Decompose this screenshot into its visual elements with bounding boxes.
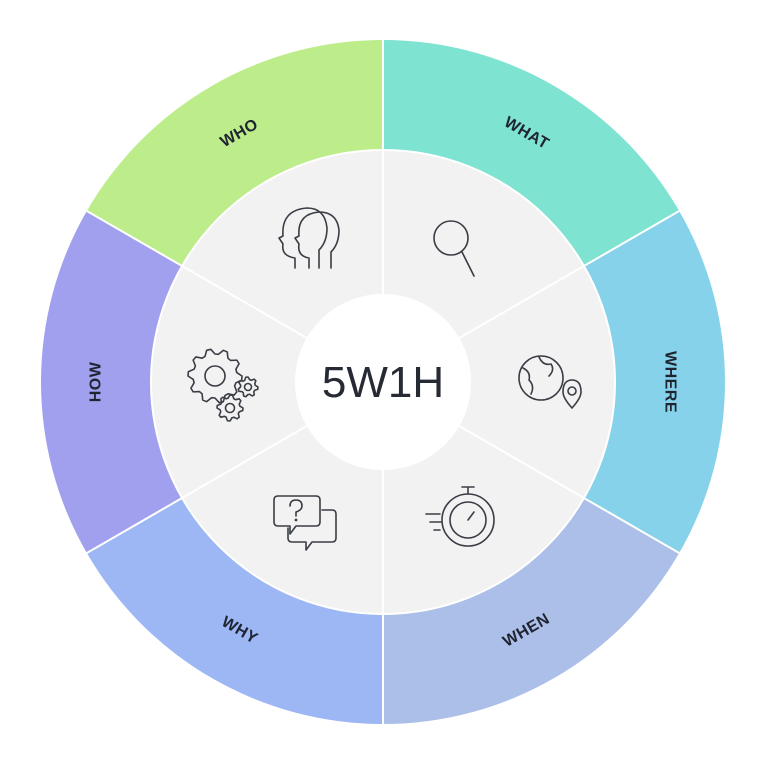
- separator-line: [458, 210, 680, 339]
- ring-boundary: [150, 149, 616, 615]
- outer-segment-how: [40, 211, 183, 553]
- outer-segment-when: [383, 498, 680, 724]
- inner-segment-how: [151, 266, 307, 498]
- stopwatch-icon: [425, 486, 495, 547]
- globe-pin-icon: [518, 355, 582, 409]
- segment-label-where: WHERE: [662, 351, 679, 413]
- outer-segment-why: [86, 498, 384, 724]
- separators: [86, 40, 680, 724]
- center-title: 5W1H: [322, 358, 444, 407]
- outer-segment-where: [583, 211, 725, 553]
- outer-segment-who: [86, 40, 384, 266]
- separator-line: [458, 425, 680, 554]
- outer-ring: [40, 40, 725, 724]
- inner-ring: [151, 150, 616, 614]
- inner-segment-what: [383, 150, 584, 338]
- segment-label-how: HOW: [88, 361, 105, 402]
- outer-segment-what: [383, 40, 680, 266]
- people-heads-icon: [278, 207, 340, 269]
- question-bubbles-icon: [273, 495, 337, 551]
- inner-segment-when: [383, 426, 584, 614]
- separator-line: [86, 210, 308, 339]
- inner-segment-where: [459, 266, 616, 498]
- separator-line: [86, 425, 308, 554]
- center-circle: [295, 294, 471, 470]
- gears-icon: [187, 348, 259, 422]
- magnifier-icon: [433, 220, 475, 277]
- inner-segment-why: [182, 426, 383, 614]
